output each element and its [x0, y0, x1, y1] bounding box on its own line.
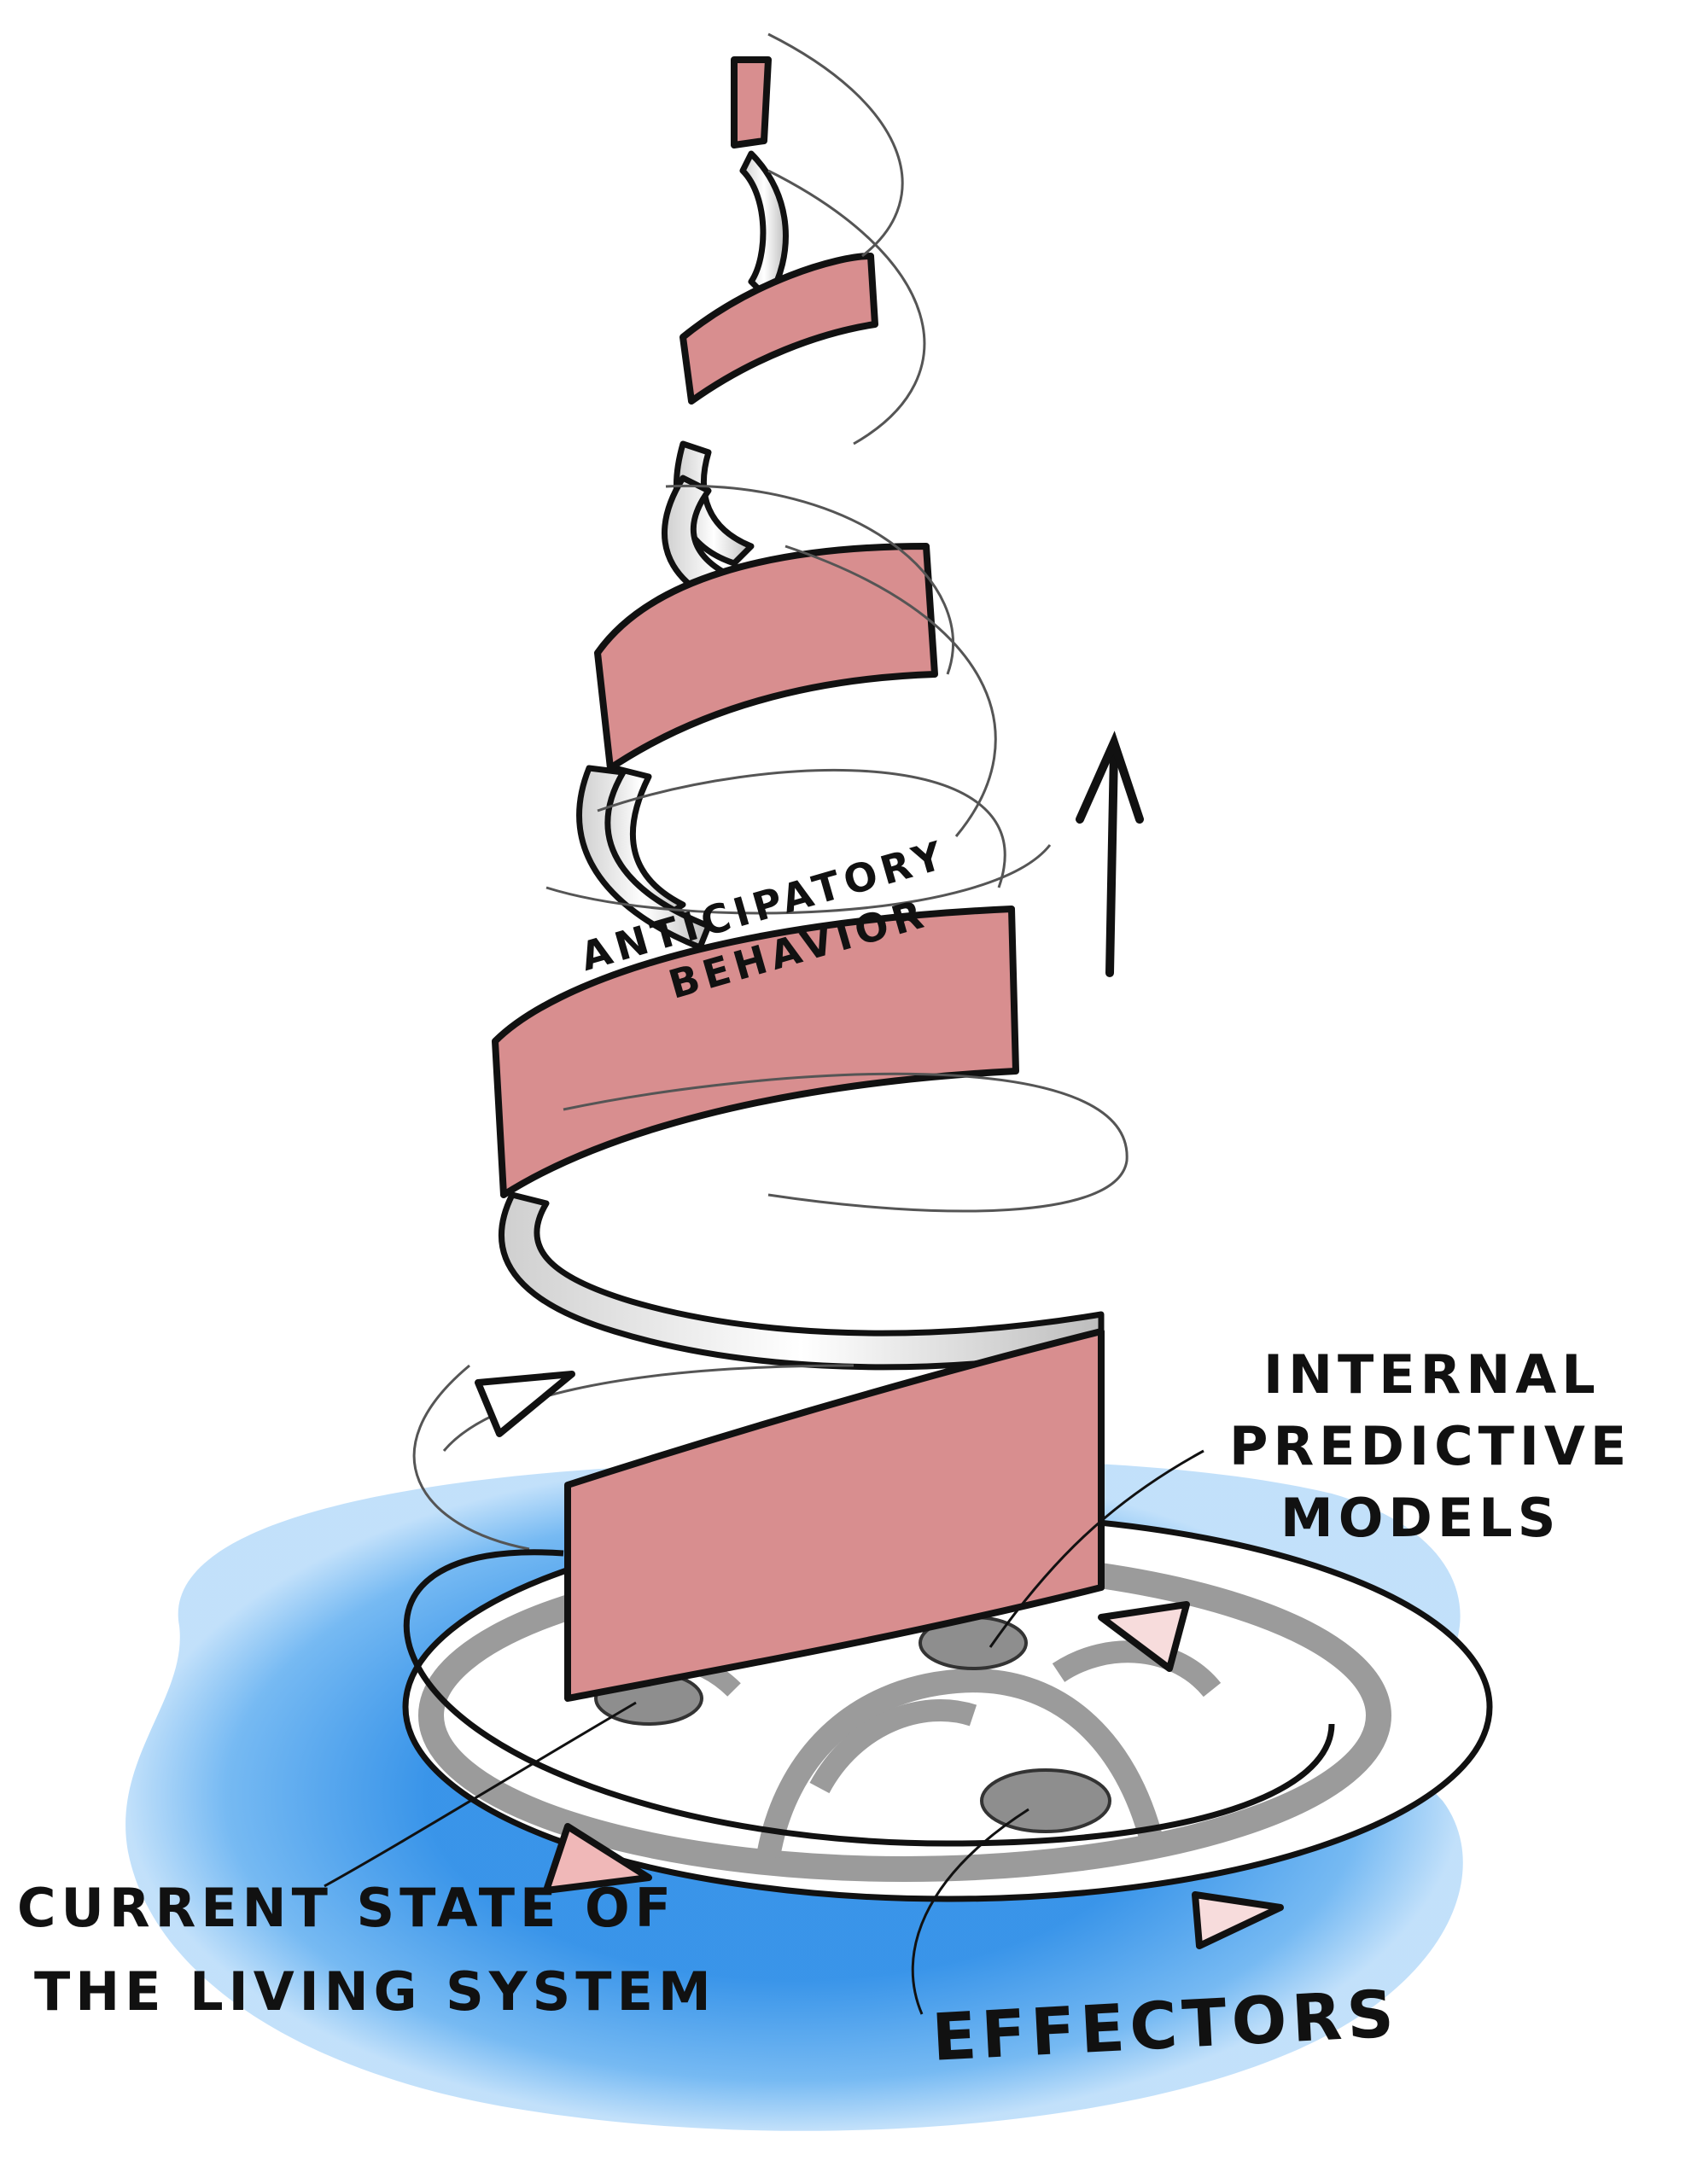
- arrowhead-left-icon: [475, 1371, 575, 1437]
- label-current-state: CURRENT STATE OF THE LIVING SYSTEM: [17, 1882, 716, 2049]
- label-current-line2: THE LIVING SYSTEM: [34, 1960, 716, 2023]
- arrowhead-upper-right-icon: [1098, 1601, 1190, 1672]
- helix-guides: [412, 32, 1129, 1551]
- arrowhead-lower-left-icon: [543, 1823, 652, 1894]
- arrowhead-lower-right-icon: [1192, 1891, 1284, 1949]
- label-internal-predictive-models: INTERNAL PREDICTIVE MODELS: [1229, 1348, 1673, 1564]
- orbit-loop: [403, 1549, 1335, 1847]
- label-internal-line2: PREDICTIVE: [1229, 1415, 1632, 1477]
- leader-lines: [324, 1449, 1204, 2015]
- label-current-line1: CURRENT STATE OF: [17, 1877, 677, 1939]
- up-arrow-icon: [1076, 731, 1144, 977]
- label-internal-line1: INTERNAL: [1263, 1343, 1601, 1406]
- orbit-arrowheads: [475, 1371, 1284, 1949]
- node-effector: [980, 1768, 1111, 1833]
- label-internal-line3: MODELS: [1280, 1487, 1561, 1549]
- ribbon-front: [492, 56, 1105, 1702]
